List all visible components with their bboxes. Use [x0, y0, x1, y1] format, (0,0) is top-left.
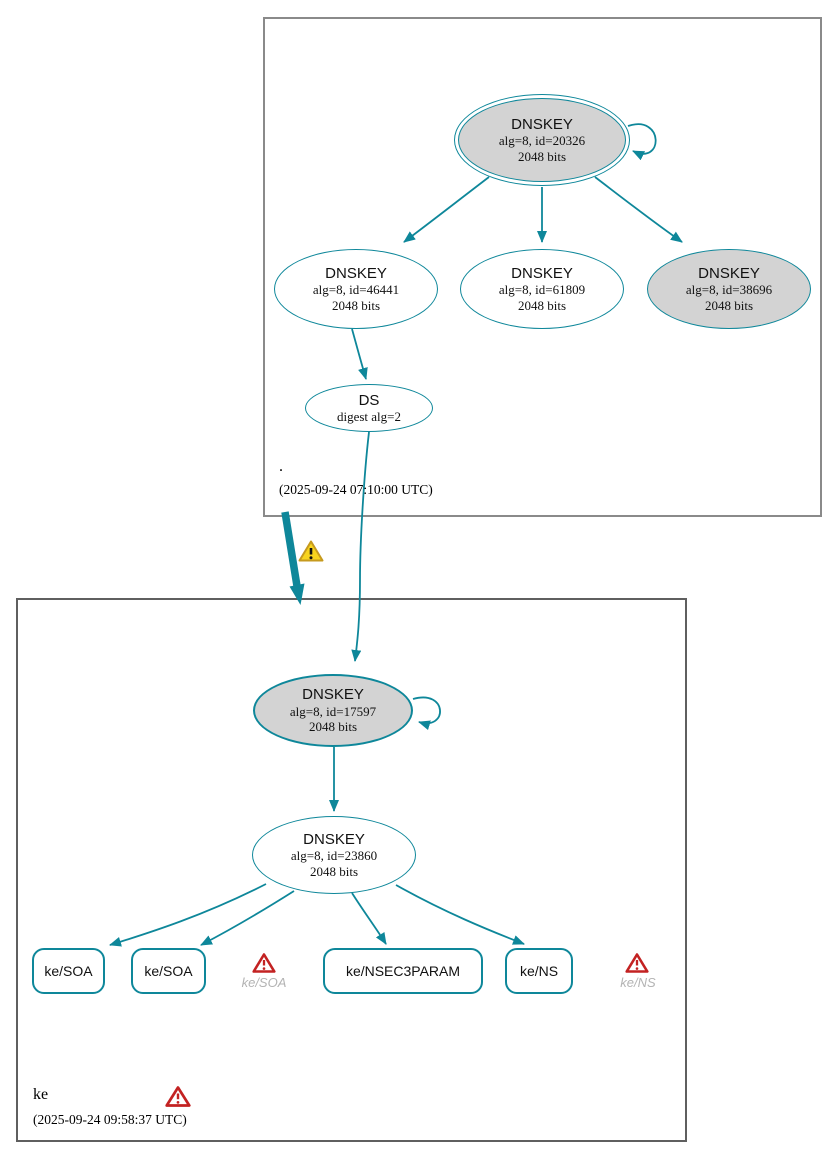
rrset-ke-ns[interactable]: ke/NS: [505, 948, 573, 994]
root-ds-node[interactable]: DS digest alg=2: [305, 384, 433, 432]
node-alg: alg=8, id=23860: [290, 848, 378, 864]
rrset-label: ke/SOA: [144, 963, 193, 979]
node-alg: alg=8, id=38696: [685, 282, 773, 298]
rrset-label: ke/NSEC3PARAM: [345, 963, 461, 979]
edge-ke-ksk-selfsign: [412, 696, 441, 731]
node-alg: alg=8, id=20326: [498, 133, 586, 149]
ke-zsk-dnskey-node[interactable]: DNSKEY alg=8, id=23860 2048 bits: [252, 816, 416, 894]
ke-ksk-dnskey-node[interactable]: DNSKEY alg=8, id=17597 2048 bits: [253, 674, 413, 747]
node-bits: 2048 bits: [308, 719, 358, 735]
root-dnskey-46441-node[interactable]: DNSKEY alg=8, id=46441 2048 bits: [274, 249, 438, 329]
node-title: DNSKEY: [511, 115, 573, 133]
edge-root-ksk-selfsign: [627, 123, 657, 161]
rrset-ke-soa-1[interactable]: ke/SOA: [32, 948, 105, 994]
ke-zone-timestamp: (2025-09-24 09:58:37 UTC): [33, 1112, 187, 1127]
node-bits: 2048 bits: [517, 297, 567, 313]
node-alg: alg=8, id=61809: [498, 282, 586, 298]
edge-zsk-to-ke-soa-2: [200, 890, 295, 946]
node-bits: 2048 bits: [517, 148, 567, 164]
node-bits: 2048 bits: [331, 297, 381, 313]
edge-ds-to-ke-ksk: [351, 431, 370, 662]
delegation-warning-icon[interactable]: [298, 539, 324, 563]
error-label-ke-ns: ke/NS: [620, 975, 656, 990]
edge-root-ksk-to-dnskey-46441: [403, 176, 490, 243]
root-ksk-dnskey-node[interactable]: DNSKEY alg=8, id=20326 2048 bits: [454, 94, 630, 186]
error-icon-ke-ns[interactable]: [625, 952, 649, 974]
rrset-ke-nsec3param[interactable]: ke/NSEC3PARAM: [323, 948, 483, 994]
edge-delegation-root-to-ke: [281, 511, 301, 587]
root-zone-timestamp: (2025-09-24 07:10:00 UTC): [279, 482, 433, 497]
edge-root-ksk-to-dnskey-38696: [594, 176, 683, 243]
edge-zsk-to-ke-soa-1: [109, 883, 267, 947]
root-zone-box: [263, 17, 822, 517]
node-title: DNSKEY: [303, 830, 365, 848]
edge-dnskey-46441-to-ds: [351, 328, 368, 380]
error-label-ke-soa: ke/SOA: [241, 975, 287, 990]
node-alg: digest alg=2: [336, 408, 402, 424]
node-title: DS: [358, 391, 380, 409]
node-title: DNSKEY: [302, 686, 364, 704]
rrset-label: ke/NS: [519, 963, 559, 979]
node-alg: alg=8, id=17597: [289, 703, 377, 719]
ke-zone-error-icon[interactable]: [165, 1085, 191, 1108]
root-dnskey-61809-node[interactable]: DNSKEY alg=8, id=61809 2048 bits: [460, 249, 624, 329]
rrset-ke-soa-2[interactable]: ke/SOA: [131, 948, 206, 994]
root-dnskey-38696-node[interactable]: DNSKEY alg=8, id=38696 2048 bits: [647, 249, 811, 329]
error-icon-ke-soa[interactable]: [252, 952, 276, 974]
root-zone-label: .: [279, 458, 283, 475]
edge-delegation-arrowhead: [289, 583, 305, 605]
root-ksk-inner-ellipse: DNSKEY alg=8, id=20326 2048 bits: [458, 98, 626, 182]
edge-zsk-to-ke-nsec3param: [351, 892, 387, 945]
node-title: DNSKEY: [511, 264, 573, 282]
node-title: DNSKEY: [698, 264, 760, 282]
node-bits: 2048 bits: [309, 863, 359, 879]
ke-zone-box: [16, 598, 687, 1142]
rrset-label: ke/SOA: [44, 963, 93, 979]
node-alg: alg=8, id=46441: [312, 282, 400, 298]
ke-zone-label: ke: [33, 1086, 49, 1103]
node-title: DNSKEY: [325, 264, 387, 282]
node-bits: 2048 bits: [704, 297, 754, 313]
edge-zsk-to-ke-ns: [395, 884, 525, 945]
